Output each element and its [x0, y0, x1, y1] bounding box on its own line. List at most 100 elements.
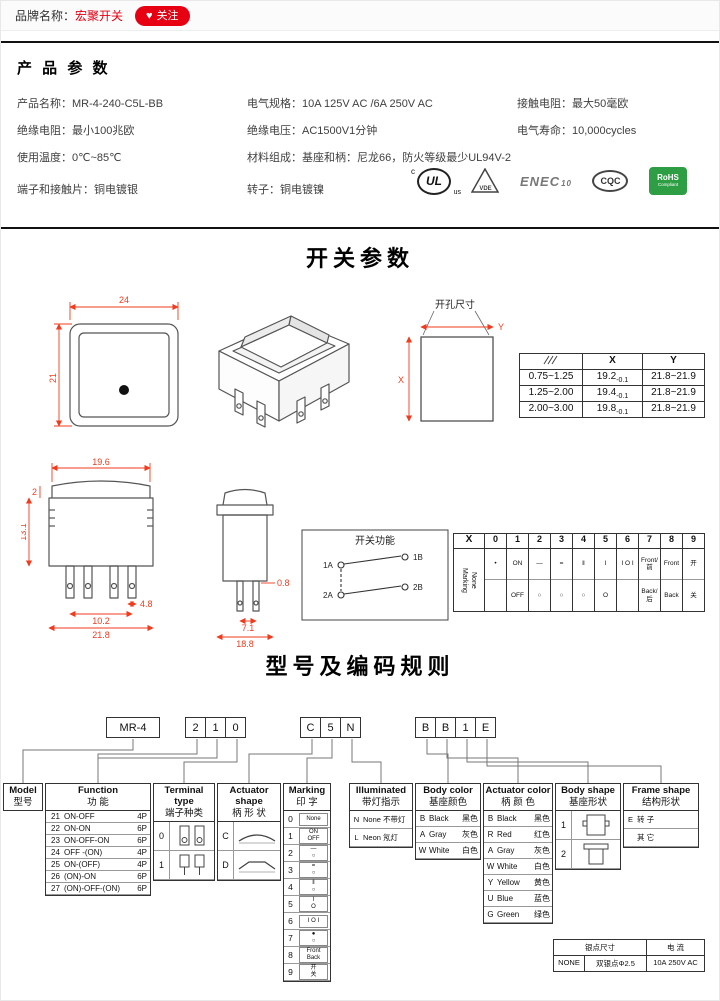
terminal-type-table: Terminal type 端子种类 0 1 [153, 783, 215, 882]
function-row: 22 ON-ON 6P [46, 823, 150, 836]
svg-text:18.8: 18.8 [236, 639, 254, 649]
frame-shape-row: E 转 子 [624, 811, 698, 830]
code-digit: E [475, 717, 496, 738]
actuator-shape-d-icon [234, 856, 280, 874]
frame-shape-table: Frame shape 结构形状 E 转 子 其 它 [623, 783, 699, 849]
actuator-color-row: Y Yellow 黄色 [484, 875, 552, 892]
switch-front-dimension-drawing: 19.6 2 13.1 4.8 10.2 21.8 [21, 457, 154, 640]
svg-text:2: 2 [32, 487, 37, 497]
marking-code-column: 0 • [484, 534, 506, 611]
marking-code-column: 8 Front Back [660, 534, 682, 611]
svg-text:1A: 1A [323, 561, 333, 570]
code-digit: B [435, 717, 456, 738]
marking-row: 6 I O I [284, 913, 330, 931]
actuator-shape-row: D [218, 851, 280, 881]
terminal-type-row: 0 [154, 822, 214, 852]
actuator-color-row: W White 白色 [484, 859, 552, 876]
marking-code-column: 1 ON OFF [506, 534, 528, 611]
marking-row: 3 = ○ [284, 862, 330, 880]
illuminated-row: L Neon 氖灯 [350, 829, 412, 848]
svg-text:2B: 2B [413, 583, 423, 592]
body-color-row: W White 白色 [416, 843, 480, 860]
svg-text:13.1: 13.1 [21, 523, 28, 541]
body-shape-row: 1 [556, 811, 620, 841]
hole-table-row: 1.25~2.00 19.4-0.1 21.8~21.9 [520, 385, 704, 401]
switch-side-drawing: 0.8 7.1 18.8 [216, 488, 290, 649]
body-color-row: B Black 黑色 [416, 811, 480, 828]
ul-certification-icon: c UL us [411, 166, 461, 196]
spec-item: 转子：铜电镀镍 [247, 184, 324, 196]
hole-table-header: X Y [520, 354, 704, 369]
function-row: 27 (ON)-OFF-(ON) 6P [46, 883, 150, 896]
spec-item: 电气规格：10A 125V AC /6A 250V AC [247, 98, 433, 110]
switch-perspective-drawing [218, 315, 350, 428]
code-digit: N [340, 717, 361, 738]
frame-shape-row: 其 它 [624, 829, 698, 848]
marking-row: 9 开 关 [284, 964, 330, 982]
svg-text:4.8: 4.8 [140, 599, 153, 609]
actuator-shape-row: C [218, 822, 280, 852]
code-digit: 1 [205, 717, 226, 738]
spec-item: 产品名称：MR-4-240-C5L-BB [17, 98, 164, 110]
hole-table-row: 2.00~3.00 19.8-0.1 21.8~21.9 [520, 401, 704, 417]
switch-function-diagram: 开关功能 1A 1B 2A 2B [301, 529, 449, 621]
vde-certification-icon: VDE [471, 167, 500, 194]
dim-label-height: 21 [49, 373, 58, 383]
marking-code-column: 2 — ○ [528, 534, 550, 611]
brand-label: 品牌名称：宏聚开关 [15, 7, 123, 24]
function-row: 25 ON-(OFF) 4P [46, 859, 150, 872]
spec-item: 绝缘电阻：最小100兆欧 [17, 125, 135, 137]
marking-code-column: 4 ‖ ○ [572, 534, 594, 611]
marking-table: Marking 印 字 0 None 1 ON OFF 2 [283, 783, 331, 983]
hole-size-table: X Y 0.75~1.25 19.2-0.1 21.8~21.9 1.25~2.… [519, 353, 705, 418]
terminal-type-0-icon [170, 824, 214, 848]
illuminated-table: Illuminated 带灯指示 N None 不带灯 L Neon 氖灯 [349, 783, 413, 849]
actuator-color-row: U Blue 蓝色 [484, 891, 552, 908]
marking-code-column: 7 Front/前 Back/后 [638, 534, 660, 611]
hole-table-row: 0.75~1.25 19.2-0.1 21.8~21.9 [520, 369, 704, 385]
marking-code-table: X Marking None 0 • 1 ON OFF [453, 533, 705, 612]
code-connector-lines [22, 739, 662, 783]
svg-text:2A: 2A [323, 591, 333, 600]
spec-item: 材料组成：基座和柄：尼龙66，防火等级最少UL94V-2 [247, 152, 512, 164]
body-shape-table: Body shape 基座形状 1 2 [555, 783, 621, 871]
body-shape-1-icon [572, 812, 620, 838]
actuator-color-table: Actuator color 柄 颜 色 B Black 黑色 R Red 红色 [483, 783, 553, 925]
divider-top [1, 41, 719, 43]
brand-bar: 品牌名称：宏聚开关 ♥ 关注 [1, 1, 719, 31]
model-table: Model 型号 [3, 783, 43, 812]
actuator-color-row: A Gray 灰色 [484, 843, 552, 860]
product-params-title: 产 品 参 数 [17, 60, 111, 77]
marking-row: 2 — ○ [284, 845, 330, 863]
actuator-color-row: R Red 红色 [484, 827, 552, 844]
svg-text:19.6: 19.6 [92, 457, 110, 467]
brand-label-text: 品牌名称： [15, 9, 76, 23]
marking-code-column: 5 I O [594, 534, 616, 611]
spec-item: 绝缘电压：AC1500V1分钟 [247, 125, 378, 137]
svg-text:7.1: 7.1 [242, 623, 255, 633]
actuator-shape-c-icon [234, 827, 280, 845]
terminal-type-1-icon [170, 853, 214, 877]
cutout-title: 开孔尺寸 [435, 298, 475, 311]
rohs-certification-icon: RoHS Compliant [648, 167, 687, 195]
follow-button[interactable]: ♥ 关注 [135, 5, 190, 26]
function-row: 26 (ON)-ON 6P [46, 871, 150, 884]
code-digit: 5 [320, 717, 341, 738]
switch-front-drawing: 24 21 [49, 295, 179, 427]
marking-row: 7 ● ○ [284, 930, 330, 948]
function-row: 23 ON-OFF-ON 6P [46, 835, 150, 848]
marking-row: 8 Front Back [284, 947, 330, 965]
marking-code-column: 3 = ○ [550, 534, 572, 611]
cutout-drawing: 开孔尺寸 X Y [398, 298, 504, 422]
body-color-table: Body color 基座颜色 B Black 黑色 A Gray 灰色 [415, 783, 481, 861]
body-color-row: A Gray 灰色 [416, 827, 480, 844]
switch-params-title: 开关参数 [305, 246, 414, 271]
certification-logos: c UL us VDE ENEC10 CQC RoHS Compliant [411, 166, 687, 196]
body-shape-row: 2 [556, 840, 620, 870]
marking-code-column: 9 开 关 [682, 534, 704, 611]
function-diagram-title: 开关功能 [355, 534, 395, 547]
body-shape-2-icon [572, 841, 620, 867]
marking-code-column: 6 I O I [616, 534, 638, 611]
